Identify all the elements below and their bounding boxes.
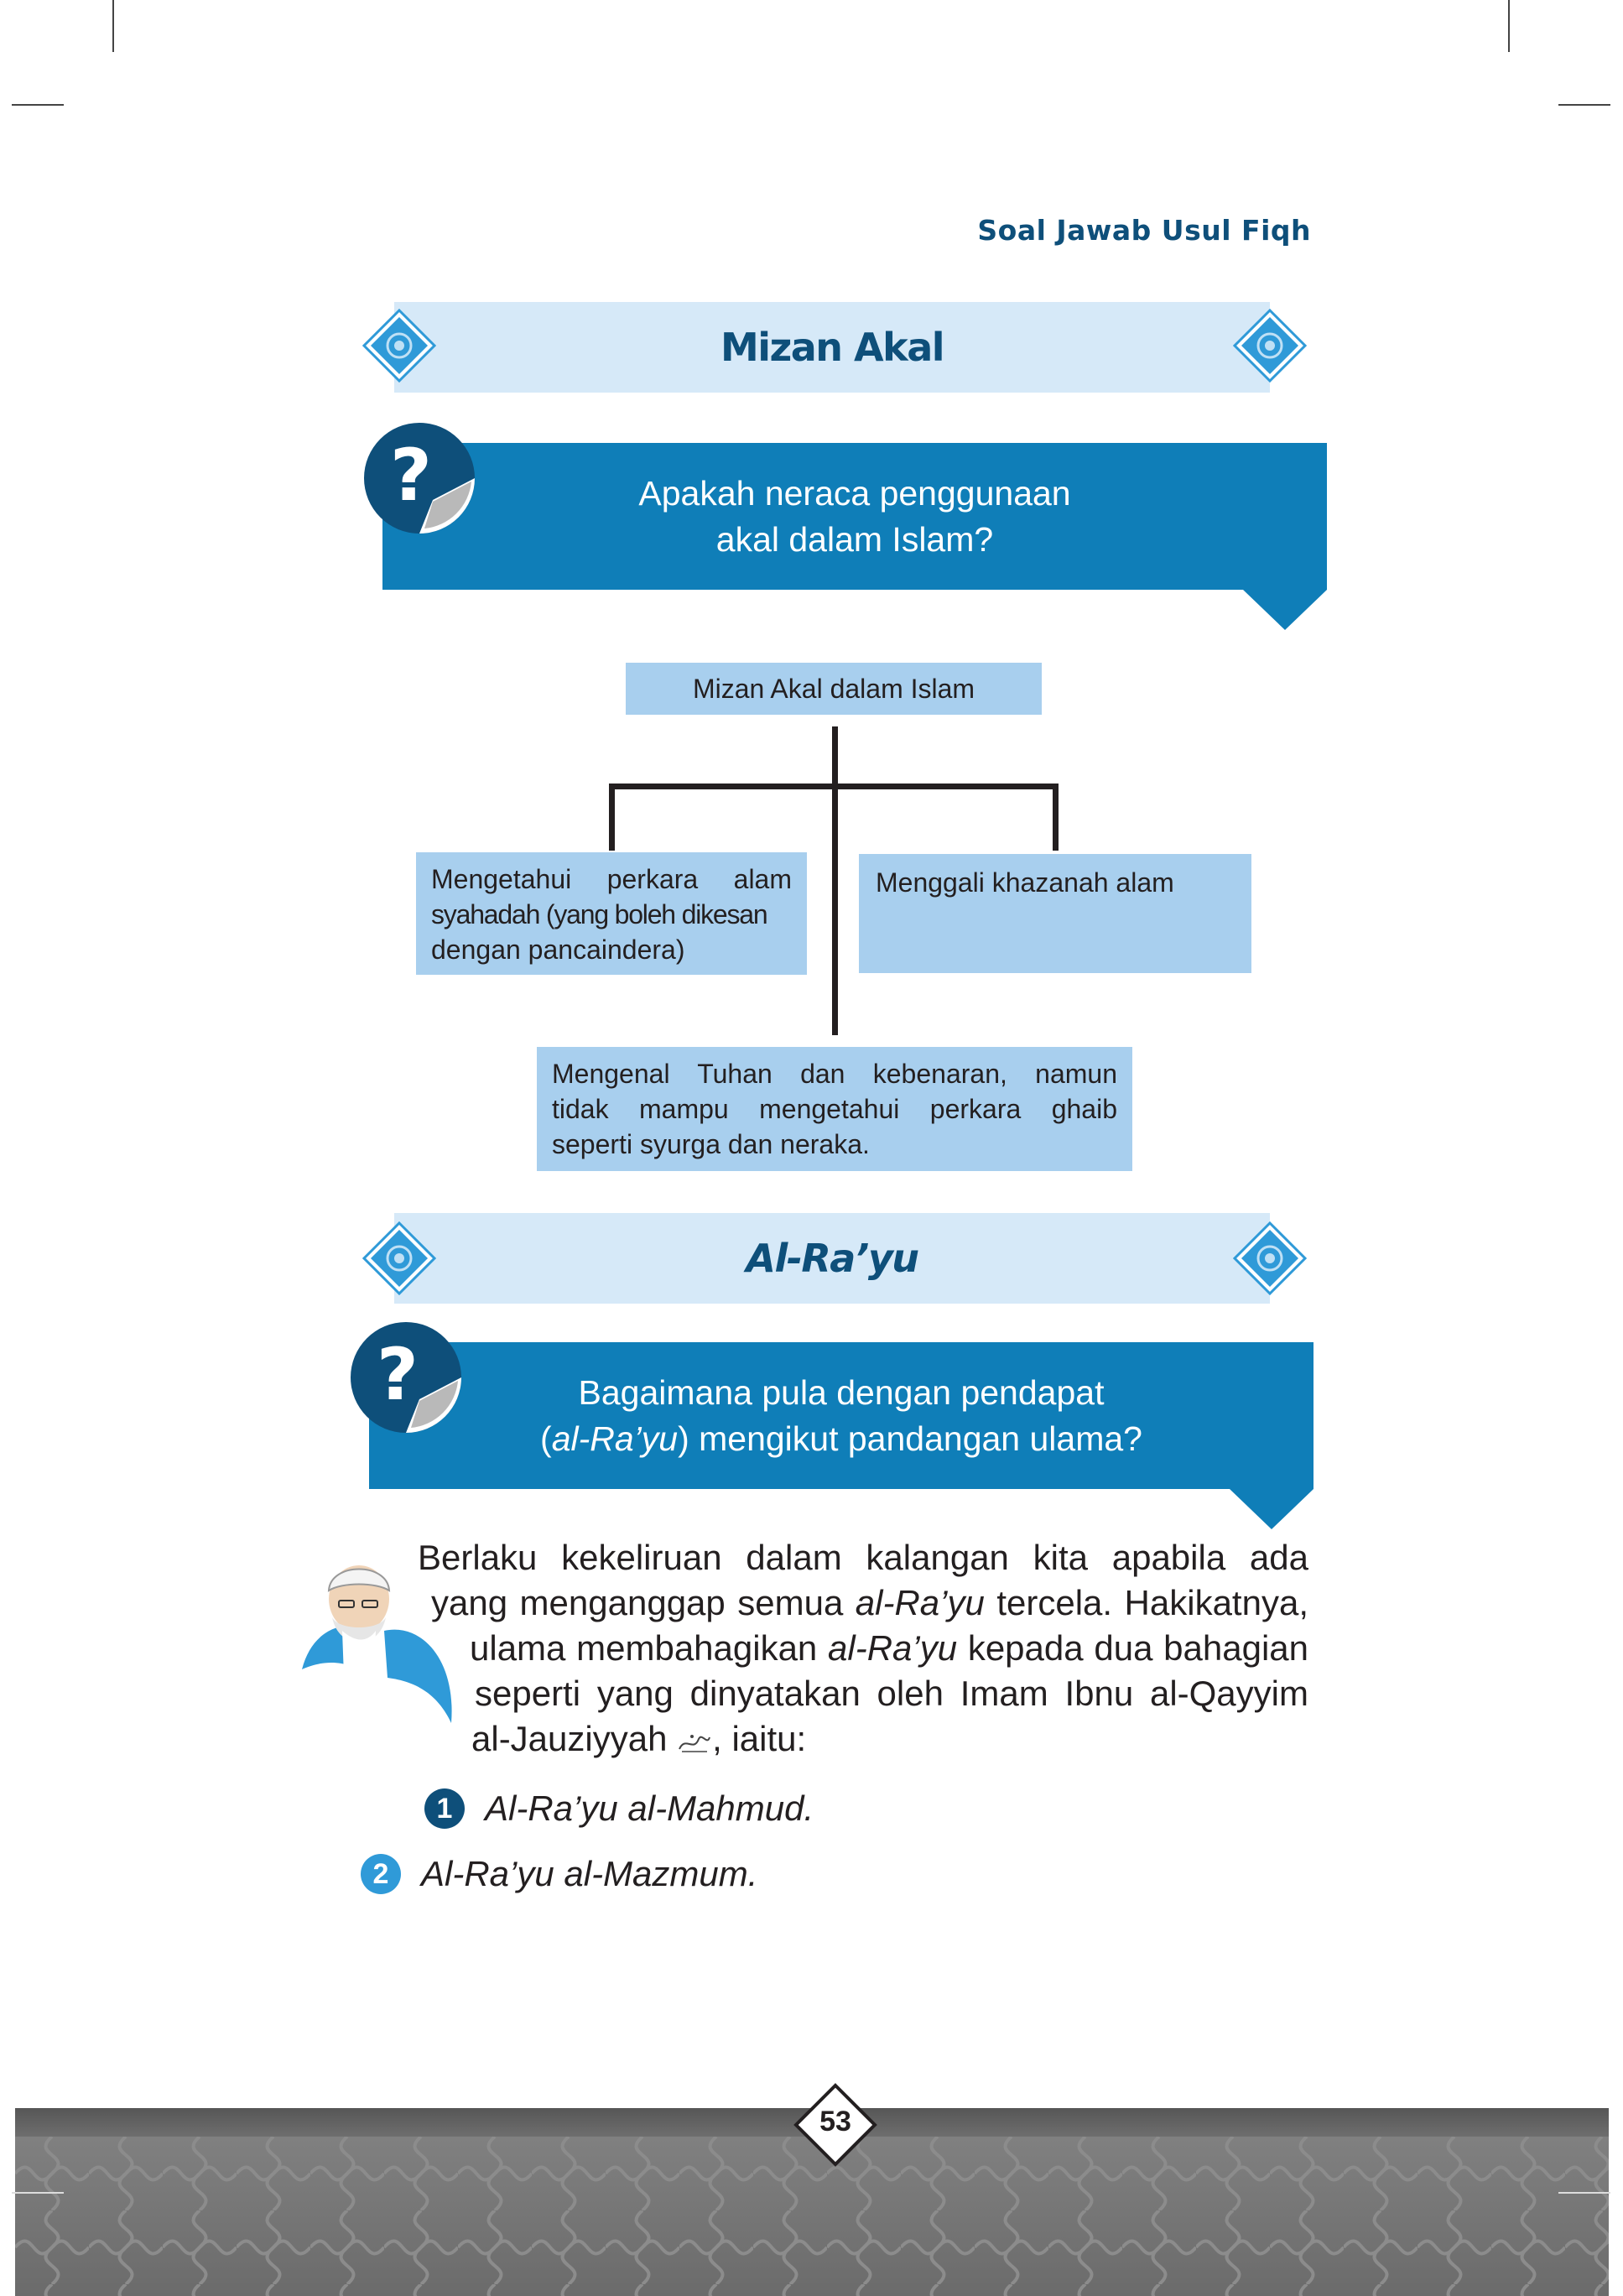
question-text: Apakah neraca penggunaan	[638, 473, 1071, 513]
section-title-band: Mizan Akal	[394, 302, 1270, 393]
connector-line	[832, 726, 838, 1035]
diagram-left-node: Mengetahui perkara alam syahadah (yang b…	[416, 852, 807, 975]
body-term: al-Ra’yu	[855, 1583, 985, 1622]
connector-line	[1053, 784, 1059, 851]
svg-text:?: ?	[390, 434, 432, 518]
body-line: yang menganggap semua al-Ra’yu tercela. …	[431, 1580, 1308, 1626]
body-text: yang menganggap semua	[431, 1583, 856, 1622]
node-text: seperti syurga dan neraka.	[552, 1129, 870, 1159]
question-banner: Bagaimana pula dengan pendapat (al-Ra’yu…	[369, 1342, 1313, 1489]
ornament-diamond-icon	[1233, 1221, 1307, 1295]
list-item-text: Al-Ra’yu al-Mazmum.	[421, 1854, 758, 1893]
body-line: Berlaku kekeliruan dalam kalangan kita a…	[418, 1535, 1308, 1580]
body-text: kepada dua bahagian	[957, 1628, 1308, 1668]
question-mark-icon: ?	[351, 1322, 461, 1433]
footer-pattern	[15, 2137, 1609, 2296]
ornament-diamond-icon	[362, 1221, 436, 1295]
honorific-glyph-icon	[679, 1735, 711, 1752]
node-text: dengan pancaindera)	[431, 935, 685, 965]
list-item: 1 Al-Ra’yu al-Mahmud.	[424, 1788, 814, 1829]
crop-mark	[1558, 2192, 1610, 2194]
running-head: Soal Jawab Usul Fiqh	[977, 214, 1311, 247]
section-title: Al-Ra’yu	[746, 1236, 919, 1281]
body-text: Berlaku kekeliruan dalam kalangan kita a…	[418, 1538, 1308, 1577]
body-text: al-Jauziyyah	[471, 1719, 678, 1758]
question-text-part: ) mengikut pandangan ulama?	[678, 1419, 1142, 1458]
crop-mark	[1558, 104, 1610, 106]
crop-mark	[112, 0, 114, 52]
diagram-bottom-node: Mengenal Tuhan dan kebenaran, namun tida…	[537, 1047, 1132, 1171]
question-text: (al-Ra’yu) mengikut pandangan ulama?	[540, 1416, 1142, 1462]
crop-mark	[1508, 0, 1510, 52]
body-term: al-Ra’yu	[828, 1628, 958, 1668]
body-line: seperti yang dinyatakan oleh Imam Ibnu a…	[475, 1671, 1308, 1716]
body-text: seperti yang dinyatakan oleh Imam Ibnu a…	[475, 1674, 1308, 1713]
list-number-badge: 2	[361, 1854, 401, 1894]
diagram-root-node: Mizan Akal dalam Islam	[626, 663, 1042, 715]
connector-line	[609, 784, 615, 851]
list-item: 2 Al-Ra’yu al-Mazmum.	[361, 1854, 757, 1894]
question-text: Bagaimana pula dengan pendapat	[578, 1372, 1105, 1412]
svg-text:?: ?	[377, 1333, 419, 1417]
question-text-part: (	[540, 1419, 552, 1458]
body-text: , iaitu:	[712, 1719, 807, 1758]
body-line: al-Jauziyyah , iaitu:	[471, 1716, 1308, 1762]
diagram-root-label: Mizan Akal dalam Islam	[692, 674, 975, 704]
question-banner: Apakah neraca penggunaan akal dalam Isla…	[382, 443, 1327, 590]
crop-mark	[12, 2192, 64, 2194]
body-text: tercela. Hakikatnya,	[984, 1583, 1308, 1622]
section-title-band: Al-Ra’yu	[394, 1213, 1270, 1304]
crop-mark	[12, 104, 64, 106]
page-number-diamond	[793, 2083, 877, 2167]
node-text: Menggali khazanah alam	[876, 867, 1174, 898]
ornament-diamond-icon	[362, 309, 436, 383]
question-text: akal dalam Islam?	[715, 519, 994, 559]
list-item-text: Al-Ra’yu al-Mahmud.	[485, 1788, 814, 1828]
body-line: ulama membahagikan al-Ra’yu kepada dua b…	[470, 1626, 1308, 1671]
node-text: Mengetahui perkara alam	[431, 864, 792, 894]
body-text: ulama membahagikan	[470, 1628, 829, 1668]
node-text: tidak mampu mengetahui perkara ghaib	[552, 1094, 1117, 1124]
page-number: 53	[819, 2106, 851, 2137]
banner-tail	[1243, 590, 1327, 630]
node-text: Mengenal Tuhan dan kebenaran, namun	[552, 1059, 1117, 1089]
diagram-right-node: Menggali khazanah alam	[859, 854, 1251, 973]
scholar-avatar-icon	[302, 1565, 452, 1723]
node-text: syahadah (yang boleh dikesan	[431, 899, 768, 929]
question-mark-icon: ?	[364, 423, 475, 534]
connector-line	[609, 784, 1059, 789]
list-number-badge: 1	[424, 1788, 465, 1829]
ornament-diamond-icon	[1233, 309, 1307, 383]
banner-tail	[1230, 1489, 1313, 1529]
section-title: Mizan Akal	[720, 325, 945, 370]
question-term: al-Ra’yu	[551, 1419, 679, 1458]
